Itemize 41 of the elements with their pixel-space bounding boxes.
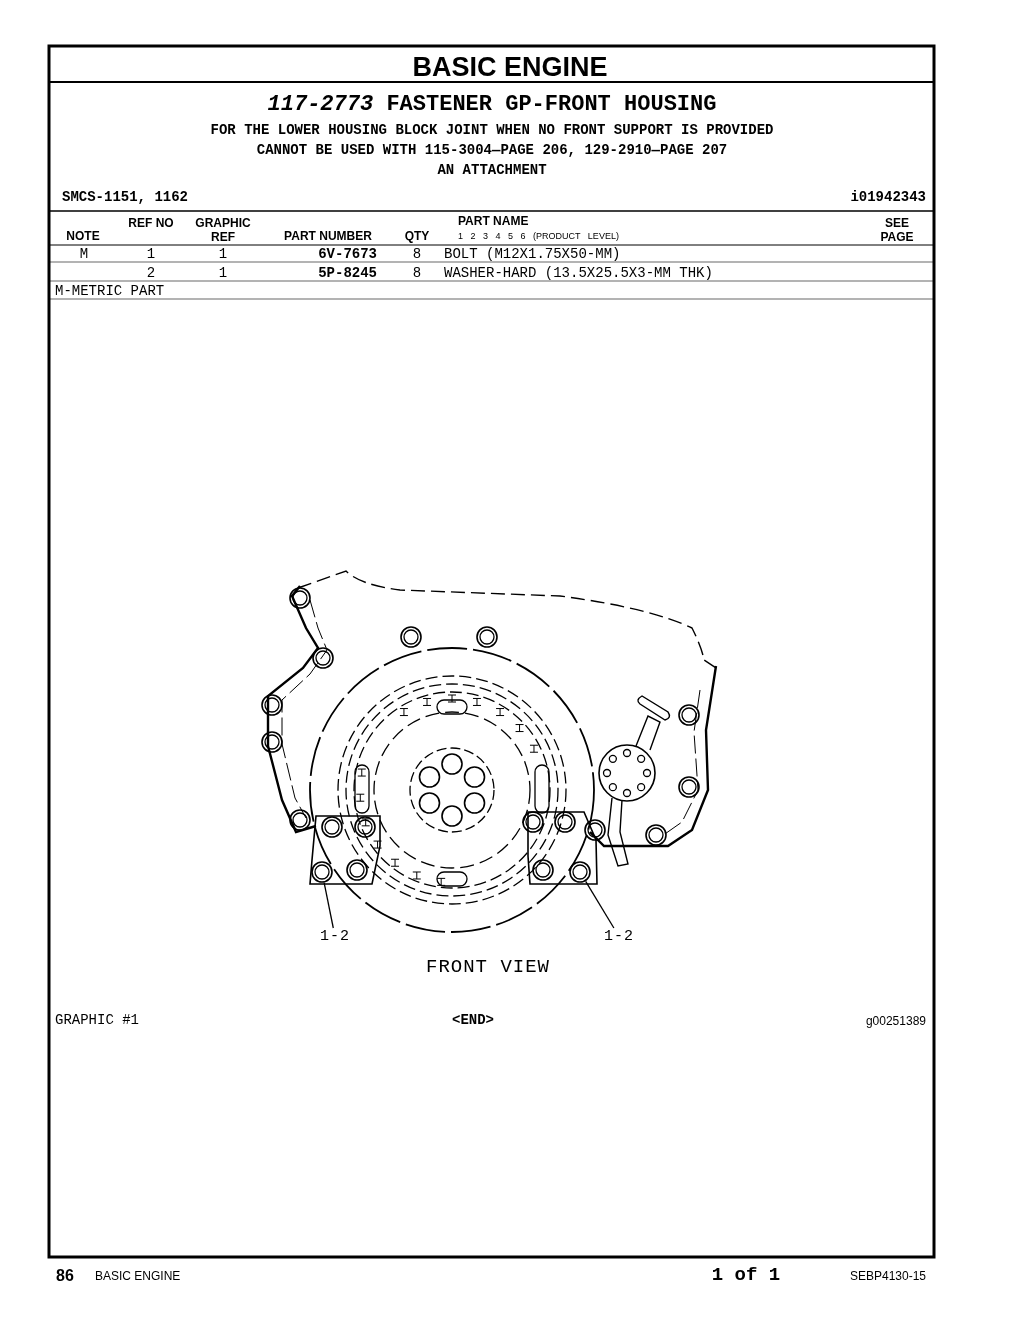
- note-text: FOR THE LOWER HOUSING BLOCK JOINT WHEN NO FRONT SUPPORT IS PROVIDED: [210, 122, 774, 138]
- column-header: PART NAME: [458, 214, 529, 228]
- group-title: 117-2773 FASTENER GP-FRONT HOUSING: [267, 92, 717, 117]
- bolt-head: [311, 861, 333, 883]
- illustration-id: i01942343: [850, 189, 926, 205]
- note-text: CANNOT BE USED WITH 115-3004—PAGE 206, 129-2910—PAGE 207: [256, 142, 728, 158]
- table-cell: 5P-8245: [318, 265, 377, 281]
- column-header: GRAPHIC REF: [194, 216, 252, 244]
- note-text: AN ATTACHMENT: [437, 162, 547, 178]
- graphic-id: g00251389: [865, 1014, 926, 1028]
- callout-number: 1-2: [604, 928, 634, 945]
- table-cell: 1: [218, 265, 228, 281]
- column-header: REF NO: [127, 216, 175, 230]
- view-caption: FRONT VIEW: [426, 956, 550, 978]
- table-cell: 1: [146, 246, 156, 262]
- document-number: SEBP4130-15: [849, 1269, 926, 1283]
- bolt-head: [569, 861, 591, 883]
- table-cell: 2: [146, 265, 156, 281]
- page-count: 1 of 1: [711, 1264, 781, 1286]
- table-cell: 6V-7673: [318, 246, 377, 262]
- table-cell: 8: [412, 246, 422, 262]
- smcs-code: SMCS-1151, 1162: [62, 189, 189, 205]
- table-cell: 8: [412, 265, 422, 281]
- leader-line: [323, 882, 334, 929]
- column-header: QTY: [404, 229, 430, 243]
- note-text: M-METRIC PART: [55, 283, 165, 299]
- table-cell: BOLT (M12X1.75X50-MM): [444, 246, 621, 262]
- callout-number: 1-2: [320, 928, 350, 945]
- page-number: 86: [56, 1267, 74, 1285]
- column-header: PART NUMBER: [284, 229, 372, 243]
- graphic-number: GRAPHIC #1: [55, 1012, 139, 1028]
- column-header: NOTE: [66, 229, 100, 243]
- section-name: BASIC ENGINE: [95, 1269, 181, 1283]
- leader-line: [585, 880, 615, 929]
- table-cell: M: [79, 246, 89, 262]
- end-marker: <END>: [452, 1012, 494, 1028]
- product-level-header: 1 2 3 4 5 6 (PRODUCT LEVEL): [458, 231, 619, 241]
- table-cell: 1: [218, 246, 228, 262]
- table-cell: WASHER-HARD (13.5X25.5X3-MM THK): [444, 265, 713, 281]
- page-title: BASIC ENGINE: [412, 52, 608, 83]
- column-header: SEE PAGE: [879, 216, 915, 244]
